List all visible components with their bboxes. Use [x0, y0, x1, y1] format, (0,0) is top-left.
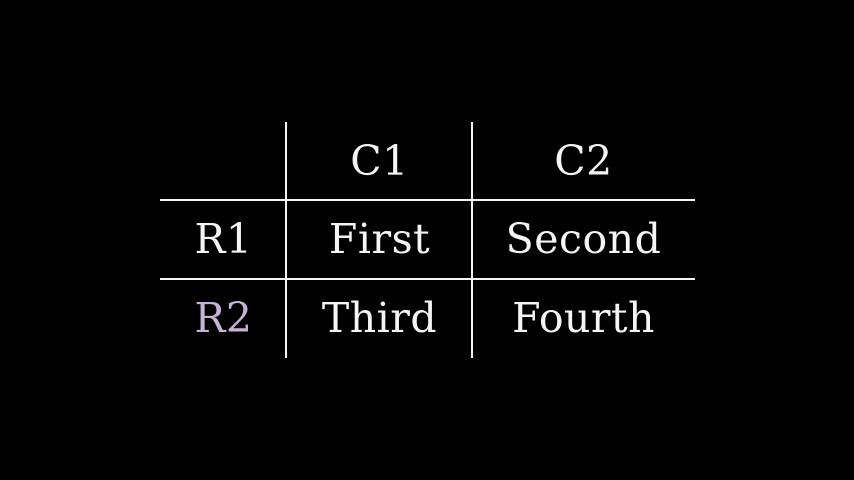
table-vertical-line-1: [285, 122, 287, 358]
table-cell-r1c1: First: [328, 215, 431, 263]
table-cell-r2c2: Fourth: [512, 294, 655, 342]
table-horizontal-line-2: [160, 278, 695, 280]
column-header-c1: C1: [350, 136, 409, 185]
table-horizontal-line-1: [160, 199, 695, 201]
column-header-c2: C2: [554, 136, 613, 185]
table-cell-r1c2: Second: [505, 215, 662, 263]
table-grid: C1 C2 R1 First Second R2 Third Fourth: [160, 122, 695, 358]
table-corner-cell: [160, 122, 287, 200]
data-table: C1 C2 R1 First Second R2 Third Fourth: [160, 122, 695, 358]
row-header-r1: R1: [194, 215, 253, 263]
table-cell-r2c1: Third: [321, 294, 438, 342]
row-header-r2: R2: [194, 294, 253, 342]
table-vertical-line-2: [471, 122, 473, 358]
